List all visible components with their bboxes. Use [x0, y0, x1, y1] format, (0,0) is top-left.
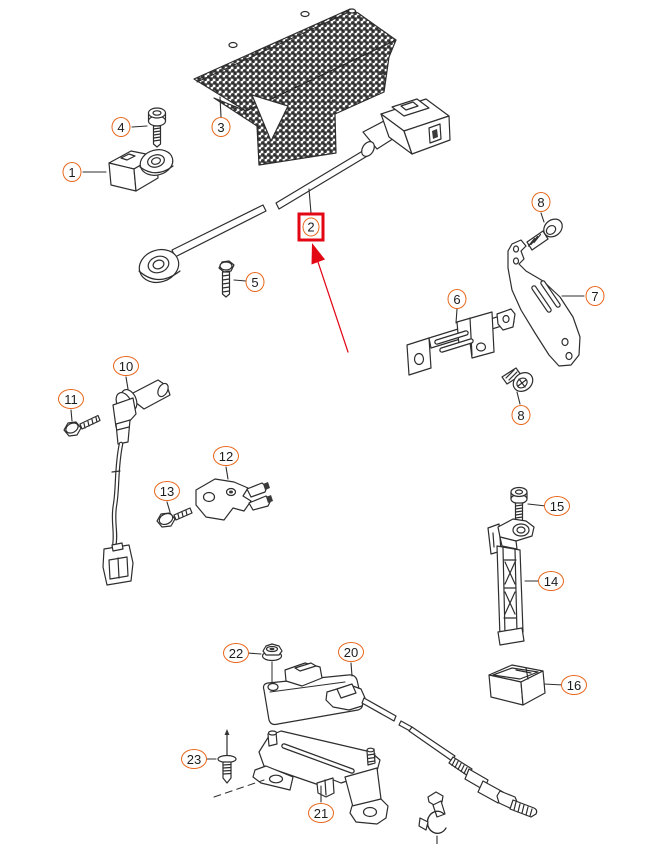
bolt-13-drawing	[156, 507, 193, 528]
callout-2[interactable]: 2	[302, 217, 320, 237]
callout-7[interactable]: 7	[585, 286, 605, 306]
callout-11-label: 11	[64, 391, 78, 407]
bolt-11-drawing	[63, 414, 101, 437]
sensor-lead-2-drawing	[138, 98, 451, 284]
holder-14-drawing	[487, 518, 535, 646]
pin-23-drawing	[213, 729, 265, 798]
speed-sensor-10-drawing	[102, 379, 171, 586]
callout-7-label: 7	[591, 288, 599, 304]
callout-8-lower-label: 8	[517, 407, 525, 423]
callout-15[interactable]: 15	[544, 496, 570, 516]
callout-3-label: 3	[217, 119, 225, 135]
callout-16[interactable]: 16	[561, 675, 587, 695]
callout-13-label: 13	[159, 483, 175, 499]
control-module-20-drawing	[262, 662, 413, 732]
clamp-drawing	[418, 791, 447, 844]
callout-13[interactable]: 13	[154, 481, 180, 501]
callout-8-lower[interactable]: 8	[511, 405, 531, 425]
callout-20-label: 20	[343, 644, 359, 660]
callout-10[interactable]: 10	[113, 356, 139, 376]
callout-12-label: 12	[218, 448, 234, 464]
bracket-6-drawing	[406, 308, 516, 376]
callout-14[interactable]: 14	[538, 571, 564, 591]
bolt-5-drawing	[218, 260, 235, 298]
callout-14-label: 14	[543, 573, 559, 589]
callout-20[interactable]: 20	[338, 642, 364, 662]
callout-22[interactable]: 22	[223, 643, 249, 663]
callout-8-upper-label: 8	[537, 194, 545, 210]
screw-8-lower-drawing	[501, 367, 534, 392]
callout-4-label: 4	[117, 119, 125, 135]
callout-23[interactable]: 23	[181, 749, 207, 769]
oxygen-sensor-probe-drawing	[408, 726, 538, 818]
nut-22-drawing	[261, 643, 283, 725]
bracket-21-drawing	[252, 730, 389, 825]
heat-shield-drawing	[193, 8, 397, 166]
callout-8-upper[interactable]: 8	[531, 192, 551, 212]
callout-1[interactable]: 1	[62, 162, 82, 182]
callout-16-label: 16	[566, 677, 582, 693]
tray-16-drawing	[488, 664, 546, 706]
callout-3[interactable]: 3	[211, 117, 231, 137]
callout-21[interactable]: 21	[308, 803, 334, 823]
callout-22-label: 22	[228, 645, 244, 661]
callout-6[interactable]: 6	[447, 289, 467, 309]
highlight-box-callout-2[interactable]: 2	[297, 212, 325, 242]
screw-8-upper-drawing	[526, 218, 563, 251]
callout-15-label: 15	[549, 498, 565, 514]
callout-5[interactable]: 5	[245, 272, 265, 292]
callout-23-label: 23	[186, 751, 202, 767]
retainer-12-drawing	[195, 478, 273, 521]
bracket-7-drawing	[507, 239, 581, 367]
bolt-4-drawing	[147, 107, 167, 148]
callout-21-label: 21	[313, 805, 329, 821]
callout-1-label: 1	[68, 164, 76, 180]
callout-2-label: 2	[307, 219, 315, 235]
callout-11[interactable]: 11	[58, 389, 84, 409]
callout-12[interactable]: 12	[213, 446, 239, 466]
highlight-arrow	[311, 243, 349, 353]
leader-lines	[70, 96, 585, 803]
callout-4[interactable]: 4	[111, 117, 131, 137]
knock-sensor-1-drawing	[108, 149, 174, 192]
callout-5-label: 5	[251, 274, 259, 290]
callout-10-label: 10	[118, 358, 134, 374]
callout-6-label: 6	[453, 291, 461, 307]
